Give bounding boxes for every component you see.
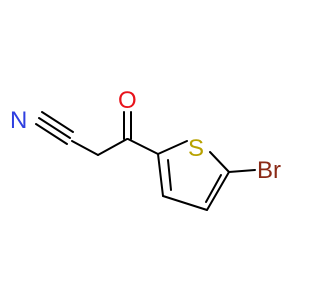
methylene-carbonyl-bond (97, 138, 128, 156)
ring-bond-c3-c2 (157, 153, 164, 197)
nitrile-bond-2 (35, 123, 68, 145)
ring-double-c2-c3 (167, 159, 172, 191)
nitrogen-atom-label: N (10, 107, 27, 134)
bromine-atom-label: Br (257, 157, 281, 184)
ring-bond-s-c5 (209, 151, 230, 173)
nitrile-bond-3 (41, 111, 74, 133)
cyano-methylene-bond (71, 140, 99, 156)
ring-bromine-bond (228, 169, 256, 173)
ring-bond-c4-c3 (162, 195, 208, 211)
nitrile-bond-1 (38, 117, 71, 139)
molecule-structure: N O S Br (10, 87, 281, 211)
structure-canvas: N O S Br (10, 87, 282, 211)
bonds-group (35, 111, 256, 211)
ring-double-c4-c5 (205, 174, 222, 203)
ring-bond-c2-s (157, 140, 188, 155)
carbonyl-ring-bond (127, 138, 159, 155)
ring-bond-c5-c4 (206, 171, 230, 211)
sulfur-atom-label: S (188, 135, 204, 162)
oxygen-atom-label: O (118, 87, 137, 114)
